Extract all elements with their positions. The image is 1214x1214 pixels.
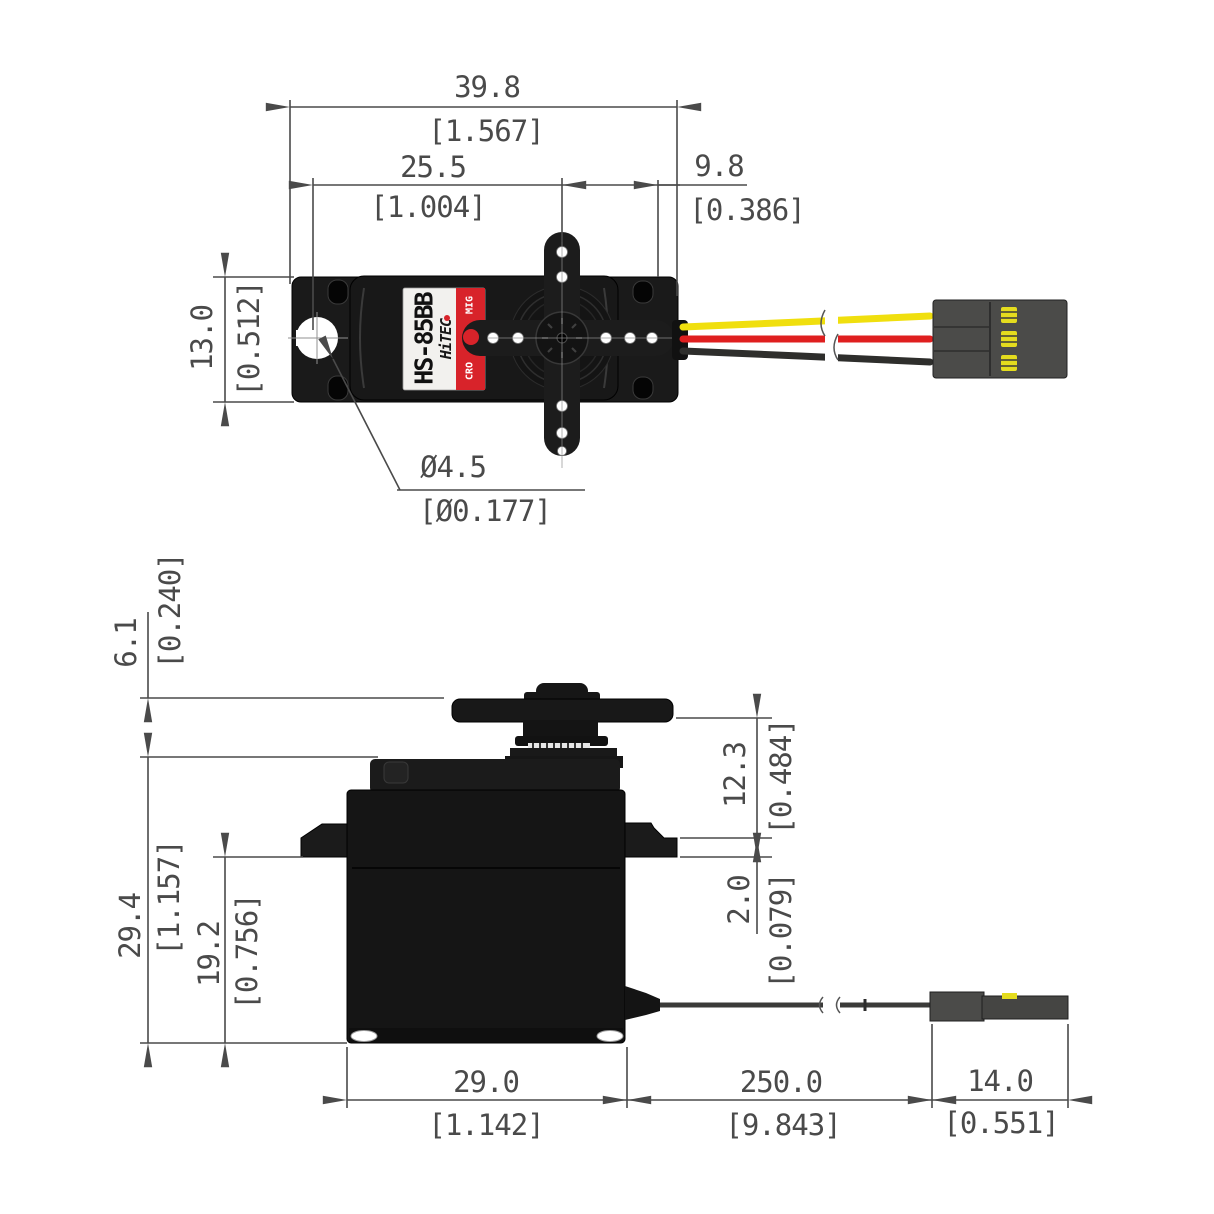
flange-corner-slots xyxy=(327,279,654,401)
flange-left-side xyxy=(300,823,348,858)
wire-black xyxy=(679,347,934,366)
dim-connector-length-mm: 14.0 xyxy=(967,1064,1033,1098)
dim-horn-to-flange-in: [0.484] xyxy=(764,719,798,834)
servo-side-view xyxy=(300,683,1069,1044)
flange-right-side xyxy=(624,822,678,858)
dim-flange-offset-mm: 9.8 xyxy=(694,149,743,183)
upper-housing-boss xyxy=(383,761,409,784)
connector-top-view xyxy=(932,299,1068,379)
dim-shaft-offset-in: [1.004] xyxy=(370,190,485,224)
dimensions-top-view: 39.8 [1.567] 25.5 [1.004] 9.8 [0.386] 13… xyxy=(185,70,806,528)
brand-logo-accent xyxy=(444,315,450,321)
label-brand-text: HiTEC xyxy=(437,318,455,360)
wire-break-marks-side xyxy=(818,996,841,1014)
dim-horn-above-case-in: [0.240] xyxy=(153,553,187,668)
dim-case-length-in: [1.142] xyxy=(428,1108,543,1142)
horn-bar-side xyxy=(451,698,674,723)
label-model-text: HS-85BB xyxy=(410,291,439,384)
case-bottom-cap xyxy=(349,1028,623,1042)
upper-housing xyxy=(370,759,620,793)
dim-hole-diameter-mm: Ø4.5 xyxy=(420,450,486,484)
main-case-side xyxy=(346,789,626,1044)
dim-shaft-offset-mm: 25.5 xyxy=(400,150,466,184)
dim-horn-to-flange-mm: 12.3 xyxy=(718,742,752,808)
connector-side-right xyxy=(981,995,1069,1020)
boss-collar-upper xyxy=(510,748,617,758)
horn-cap xyxy=(536,683,588,699)
dim-flange-to-bottom-mm: 19.2 xyxy=(192,921,226,987)
connector-side-pin xyxy=(1002,993,1017,999)
servo-top-view: HS-85BB HiTEC MIG CRO xyxy=(288,232,1068,468)
connector-side-left xyxy=(929,991,985,1022)
case-end-highlight-left xyxy=(359,287,365,389)
connector-pins xyxy=(1001,307,1017,371)
dim-wire-length-mm: 250.0 xyxy=(740,1065,822,1099)
dim-wire-length-in: [9.843] xyxy=(725,1108,840,1142)
connector-side-view xyxy=(929,991,1069,1022)
dim-body-width-in: [0.512] xyxy=(232,281,266,396)
lead-wire-side xyxy=(660,996,932,1014)
case-foot-right xyxy=(596,1030,624,1042)
dim-horn-above-case-mm: 6.1 xyxy=(109,618,143,667)
leader-hole-diameter xyxy=(318,335,401,491)
dim-case-height-mm: 29.4 xyxy=(113,893,147,959)
dim-flange-to-bottom-in: [0.756] xyxy=(230,894,264,1009)
dim-overall-length-mm: 39.8 xyxy=(454,70,520,104)
dim-flange-offset-in: [0.386] xyxy=(689,193,804,227)
label-stripe-top-text: MIG xyxy=(465,296,476,314)
product-label: HS-85BB HiTEC MIG CRO xyxy=(402,287,486,391)
connector-body-top xyxy=(932,299,1068,379)
dim-connector-length-in: [0.551] xyxy=(943,1106,1058,1140)
dim-case-length-mm: 29.0 xyxy=(453,1065,519,1099)
dimensions-side-view: 6.1 [0.240] 29.4 [1.157] 19.2 [0.756] 12… xyxy=(109,553,1093,1142)
dim-body-width-mm: 13.0 xyxy=(185,305,219,371)
wire-break-marks xyxy=(820,309,839,361)
label-stripe-bottom-text: CRO xyxy=(465,362,476,380)
case-foot-left xyxy=(350,1030,378,1042)
dim-overall-length-in: [1.567] xyxy=(428,114,543,148)
dim-hole-diameter-in: [Ø0.177] xyxy=(419,494,551,528)
dim-flange-thickness-in: [0.079] xyxy=(764,873,798,988)
servo-wires-top xyxy=(672,306,934,368)
horn-red-dot xyxy=(463,329,479,345)
dim-case-height-in: [1.157] xyxy=(152,840,186,955)
dim-flange-thickness-mm: 2.0 xyxy=(722,875,756,924)
wire-strain-relief xyxy=(625,986,660,1020)
wire-yellow xyxy=(679,312,934,331)
